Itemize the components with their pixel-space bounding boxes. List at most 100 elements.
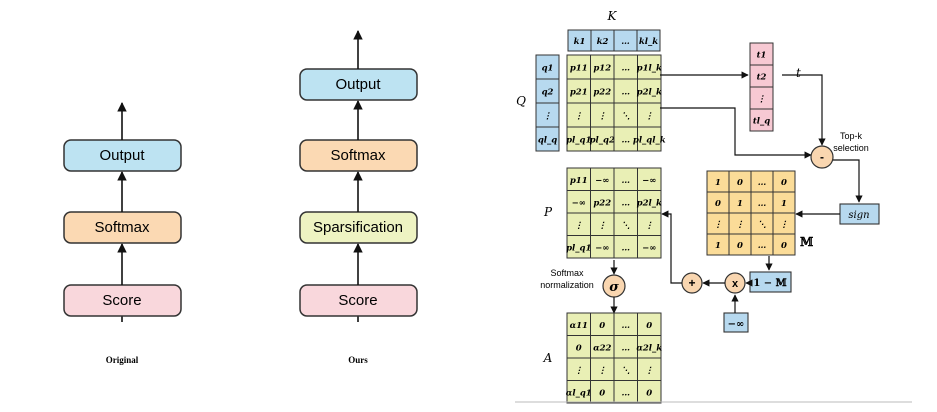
ours-caption: Ours xyxy=(348,355,368,365)
mask-cell-2-1: ⋮ xyxy=(736,220,745,230)
a-cell-0-3: 0 xyxy=(646,321,652,331)
a-cell-1-2: … xyxy=(622,343,631,353)
original-score-text: Score xyxy=(102,292,141,309)
arrow-plus-to-p xyxy=(661,210,682,284)
mask-cell-3-2: … xyxy=(758,241,767,251)
mask-cell-3-1: 0 xyxy=(737,241,743,251)
original-output-text: Output xyxy=(99,147,145,164)
k-cell-1: k2 xyxy=(597,37,609,47)
a-cell-3-1: 0 xyxy=(599,388,605,398)
mask-cell-2-3: ⋮ xyxy=(780,220,789,230)
p-cell-0-0: p11 xyxy=(570,176,588,186)
mask-cell-0-2: … xyxy=(758,178,767,188)
a-cell-0-2: … xyxy=(622,321,631,331)
score-cell-3-0: pl_q1 xyxy=(566,136,591,146)
t-label: t xyxy=(796,66,801,80)
p-matrix: p11−∞…−∞−∞p22…p2l_k⋮⋮⋱⋮pl_q1−∞…−∞ xyxy=(566,167,662,259)
a-cell-3-3: 0 xyxy=(646,388,652,398)
score-cell-1-3: p2l_k xyxy=(637,88,662,98)
p-cell-2-0: ⋮ xyxy=(575,221,584,231)
q-cell-3: ql_q xyxy=(538,136,557,146)
mask-cell-1-0: 0 xyxy=(715,199,721,209)
p-cell-3-0: pl_q1 xyxy=(566,243,591,253)
score-cell-2-0: ⋮ xyxy=(575,112,584,122)
arrow-t-to-minus xyxy=(782,74,826,146)
a-cell-2-3: ⋮ xyxy=(645,366,654,376)
topk-label-2: selection xyxy=(833,143,869,153)
one-minus-m-text: 1 − 𝕄 xyxy=(753,278,786,289)
mask-cell-0-3: 0 xyxy=(781,178,787,188)
q-cell-1: q2 xyxy=(542,88,554,98)
k-cell-3: kl_k xyxy=(639,37,658,47)
plus-op-text: + xyxy=(688,276,695,290)
a-cell-1-1: α22 xyxy=(593,343,611,353)
p-cell-0-2: … xyxy=(622,176,631,186)
mask-cell-2-0: ⋮ xyxy=(714,220,723,230)
a-cell-2-0: ⋮ xyxy=(575,366,584,376)
a-cell-1-0: 0 xyxy=(576,343,582,353)
mask-cell-0-1: 0 xyxy=(737,178,743,188)
p-cell-3-1: −∞ xyxy=(595,243,609,253)
score-cell-1-0: p21 xyxy=(570,88,588,98)
p-cell-0-3: −∞ xyxy=(642,176,656,186)
p-cell-1-2: … xyxy=(622,198,631,208)
topk-label-1: Top-k xyxy=(840,131,863,141)
p-cell-2-2: ⋱ xyxy=(622,221,631,231)
t-cell-3: tl_q xyxy=(753,117,770,127)
arrow-score-to-minus xyxy=(660,107,812,159)
mask-cell-3-3: 0 xyxy=(781,241,787,251)
sign-text: sign xyxy=(848,210,869,221)
p-cell-1-0: −∞ xyxy=(572,198,586,208)
a-cell-2-2: ⋱ xyxy=(622,366,631,376)
score-cell-2-1: ⋮ xyxy=(598,112,607,122)
p-cell-1-3: p2l_k xyxy=(637,198,662,208)
p-cell-3-3: −∞ xyxy=(642,243,656,253)
t-cell-3-bg xyxy=(749,108,774,132)
softmax-norm-label-1: Softmax xyxy=(550,268,584,278)
mask-cell-1-2: … xyxy=(758,199,767,209)
t-cell-0: t1 xyxy=(757,51,767,61)
mask-cell-3-3-bg xyxy=(772,233,796,256)
mask-cell-1-3: 1 xyxy=(781,199,787,209)
mask-cell-3-0: 1 xyxy=(715,241,721,251)
a-cell-1-3: α2l_k xyxy=(636,343,662,353)
arrow-minus-to-sign xyxy=(833,159,863,203)
q-cell-3-bg xyxy=(535,126,560,152)
q-cell-0: q1 xyxy=(542,64,554,74)
score-cell-3-3: pl_ql_k xyxy=(633,136,666,146)
ours-output-text: Output xyxy=(335,76,381,93)
k-label: K xyxy=(607,9,618,23)
score-cell-3-1: pl_q2 xyxy=(590,136,615,146)
score-cell-1-2: … xyxy=(622,88,631,98)
neg-inf-text: −∞ xyxy=(728,319,745,330)
mult-op-text: x xyxy=(732,278,739,290)
p-cell-3-2: … xyxy=(622,243,631,253)
sigma-op-text: σ xyxy=(609,280,619,295)
minus-op-circle xyxy=(810,145,834,169)
q-cell-2: ⋮ xyxy=(543,112,552,122)
score-cell-3-3-bg xyxy=(637,126,662,152)
a-label: A xyxy=(543,351,553,365)
score-cell-0-3: p1l_k xyxy=(637,64,662,74)
mask-cell-1-1: 1 xyxy=(737,199,743,209)
q-column: q1 q2 ⋮ ql_q xyxy=(535,54,560,152)
original-softmax-text: Softmax xyxy=(94,219,150,236)
mask-label: 𝕄 xyxy=(800,235,813,249)
score-cell-3-2: … xyxy=(622,136,631,146)
a-cell-0-0: α11 xyxy=(570,321,588,331)
a-cell-3-2: … xyxy=(622,388,631,398)
original-pipeline: Score Softmax Output Original xyxy=(63,102,182,365)
t-cell-2: ⋮ xyxy=(757,95,766,105)
ours-sparsification-text: Sparsification xyxy=(313,219,403,236)
a-cell-2-1: ⋮ xyxy=(598,366,607,376)
p-cell-2-1: ⋮ xyxy=(598,221,607,231)
ours-softmax-text: Softmax xyxy=(330,147,386,164)
a-cell-3-0: αl_q1 xyxy=(566,388,592,398)
score-cell-2-2: ⋱ xyxy=(622,112,631,122)
minus-op-text: - xyxy=(820,150,824,164)
